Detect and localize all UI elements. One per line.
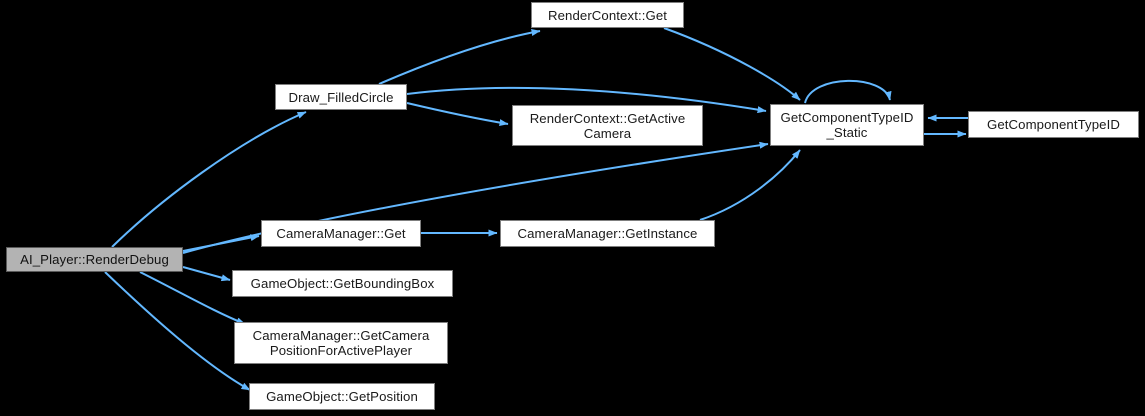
node-label: RenderContext::GetActive Camera — [529, 110, 686, 141]
edge-root-to-game-object-get-bounding-box — [182, 266, 231, 282]
edge-get-component-type-id-static-self-loop — [804, 79, 892, 104]
edge-draw-filled-circle-to-render-context-get-active-camera — [406, 102, 509, 127]
node-ai-player-renderdebug[interactable]: AI_Player::RenderDebug — [6, 247, 183, 272]
edge-root-to-game-object-get-position — [104, 271, 251, 391]
edge-render-context-get-to-get-component-type-id-static — [663, 27, 801, 101]
node-label: GameObject::GetBoundingBox — [250, 276, 435, 291]
node-draw-filledcircle[interactable]: Draw_FilledCircle — [275, 84, 407, 110]
node-label: GetComponentTypeID _Static — [780, 110, 914, 140]
node-getcomponenttypeid-static[interactable]: GetComponentTypeID _Static — [770, 104, 924, 146]
node-gameobject-getposition[interactable]: GameObject::GetPosition — [249, 383, 435, 410]
node-label: RenderContext::Get — [547, 7, 668, 23]
node-label: GameObject::GetPosition — [266, 389, 418, 404]
edge-root-to-camera-manager-get-camera-position — [139, 271, 246, 325]
node-cameramanager-get[interactable]: CameraManager::Get — [261, 220, 421, 247]
node-cameramanager-getinstance[interactable]: CameraManager::GetInstance — [500, 220, 715, 247]
node-gameobject-getboundingbox[interactable]: GameObject::GetBoundingBox — [232, 270, 453, 297]
edge-camera-manager-get-instance-to-get-component-type-id-static — [699, 149, 801, 221]
node-label: GetComponentTypeID — [986, 117, 1120, 132]
node-rendercontext-get[interactable]: RenderContext::Get — [531, 2, 684, 28]
node-label: CameraManager::GetCamera PositionForActi… — [252, 328, 430, 358]
node-rendercontext-getactivecamera[interactable]: RenderContext::GetActive Camera — [512, 105, 703, 146]
node-label: Draw_FilledCircle — [288, 89, 394, 105]
node-label: CameraManager::GetInstance — [517, 226, 698, 241]
node-getcomponenttypeid[interactable]: GetComponentTypeID — [968, 111, 1139, 138]
edge-root-to-camera-manager-get — [182, 234, 260, 252]
node-cameramanager-getcamerapositionforactiveplayer[interactable]: CameraManager::GetCamera PositionForActi… — [234, 322, 448, 364]
edge-draw-filled-circle-to-render-context-get — [378, 29, 541, 85]
node-label: AI_Player::RenderDebug — [20, 252, 169, 267]
node-label: CameraManager::Get — [276, 226, 406, 241]
